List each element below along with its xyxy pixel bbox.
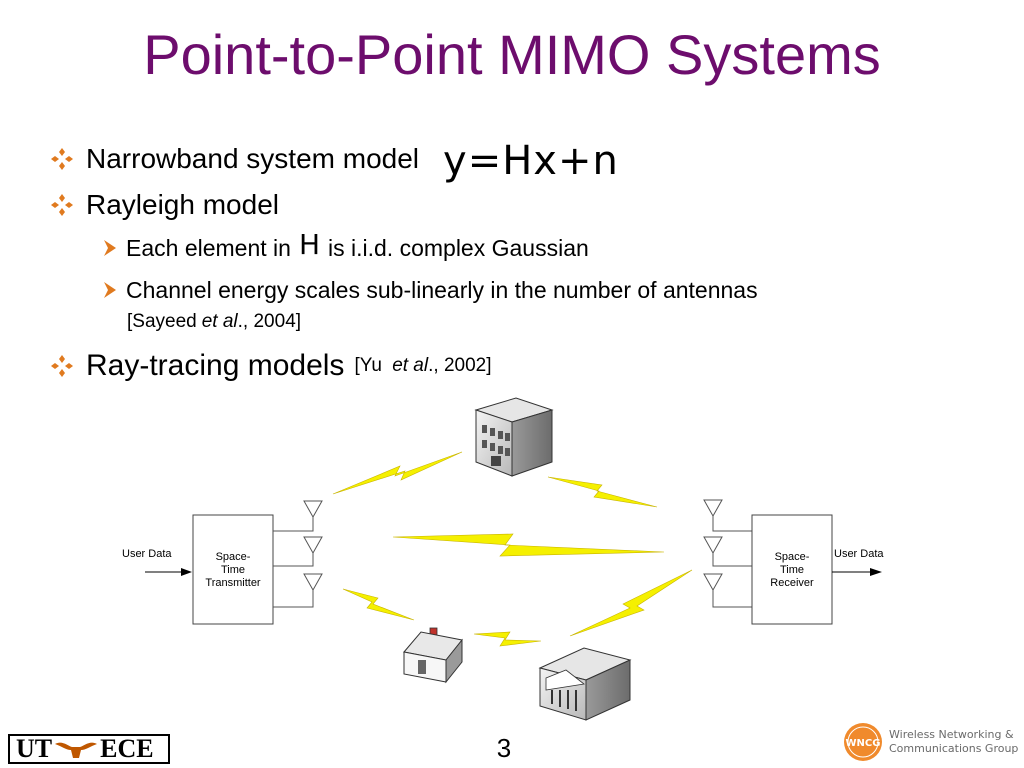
citation-yu-pre: [Yu (354, 355, 388, 376)
lightning-bolt-icon (547, 476, 658, 508)
diamond-bullet-icon (51, 355, 73, 377)
tx-user-data-label: User Data (122, 548, 172, 560)
mimo-system-diagram: User Data Space- Time Transmitter Space-… (122, 397, 884, 721)
diamond-bullet-icon (51, 148, 73, 170)
page-number: 3 (496, 733, 512, 763)
slide-title: Point-to-Point MIMO Systems (143, 23, 881, 86)
rx-box (751, 514, 833, 625)
tx-antennas (273, 500, 323, 608)
lightning-bolt-icon (392, 533, 665, 557)
equation-yhxn: y=Hx+n (443, 138, 619, 184)
citation-yu: [Yu et al., 2002] (354, 350, 491, 382)
wncg-logo: WNCG Wireless Networking & Communication… (843, 722, 1018, 762)
bullet-rayleigh: Rayleigh model (50, 189, 279, 221)
tx-input-arrowhead (181, 568, 192, 576)
lightning-bolt-icon (473, 631, 542, 647)
bullet-narrowband: Narrowband system model y=Hx+n (50, 138, 619, 184)
lightning-bolt-icon (332, 451, 463, 495)
tx-box-line3: Transmitter (205, 577, 261, 589)
ut-ece-logo: UT ECE (8, 734, 170, 764)
tx-box-line1: Space- (216, 551, 251, 563)
rx-user-data-label: User Data (834, 548, 884, 560)
citation-yu-etal: et al (392, 355, 429, 376)
wncg-line1: Wireless Networking & (889, 728, 1014, 741)
diamond-bullet-icon (51, 194, 73, 216)
rx-antennas (703, 499, 752, 608)
tx-antenna-3-icon (303, 573, 323, 592)
lightning-bolt-icon (569, 569, 693, 637)
wncg-badge-icon: WNCG (844, 723, 882, 761)
citation-sayeed-etal: et al (201, 311, 238, 332)
rx-antenna-1-icon (703, 499, 723, 518)
rx-box-line3: Receiver (770, 577, 814, 589)
rx-box-line1: Space- (775, 551, 810, 563)
subbullet-each-element: Each element in H is i.i.d. complex Gaus… (102, 228, 589, 262)
tx-box (192, 514, 274, 625)
lightning-bolt-icon (342, 588, 415, 621)
wncg-line2: Communications Group (889, 742, 1019, 755)
rx-output-arrowhead (870, 568, 882, 576)
citation-sayeed-pre: [Sayeed (127, 311, 197, 332)
wncg-badge-text: WNCG (846, 738, 881, 749)
bullet-narrowband-text: Narrowband system model (86, 143, 420, 174)
rx-box-line2: Time (780, 564, 804, 576)
longhorn-icon (55, 742, 98, 758)
rx-antenna-3-icon (703, 573, 723, 592)
subbullet-channel-energy: Channel energy scales sub-linearly in th… (102, 276, 758, 304)
tx-antenna-1-icon (303, 500, 323, 519)
bank-building-icon (538, 647, 632, 721)
lightning-bolts (332, 451, 693, 647)
citation-sayeed: [Sayeed et al., 2004] (127, 311, 301, 333)
arrow-bullet-icon (104, 282, 116, 298)
ece-logo-text: ECE (100, 734, 154, 763)
bullet-rayleigh-text: Rayleigh model (86, 189, 279, 220)
house-icon (403, 627, 463, 684)
tx-antenna-2-icon (303, 536, 323, 555)
office-building-icon (474, 397, 554, 477)
rx-antenna-2-icon (703, 536, 723, 555)
arrow-bullet-icon (104, 240, 116, 256)
bullet-ray-tracing: Ray-tracing models [Yu et al., 2002] (50, 350, 492, 382)
ut-logo-text: UT (16, 734, 53, 763)
tx-box-line2: Time (221, 564, 245, 576)
wncg-name: Wireless Networking & Communications Gro… (889, 728, 1018, 756)
citation-sayeed-post: ., 2004] (237, 311, 302, 332)
subbullet-each-element-post: is i.i.d. complex Gaussian (328, 235, 589, 261)
matrix-h-symbol: H (298, 228, 320, 261)
subbullet-channel-energy-text: Channel energy scales sub-linearly in th… (126, 277, 758, 303)
bullet-ray-tracing-text: Ray-tracing models (86, 349, 345, 382)
subbullet-each-element-pre: Each element in (126, 235, 291, 261)
citation-yu-post: ., 2002] (428, 355, 492, 376)
